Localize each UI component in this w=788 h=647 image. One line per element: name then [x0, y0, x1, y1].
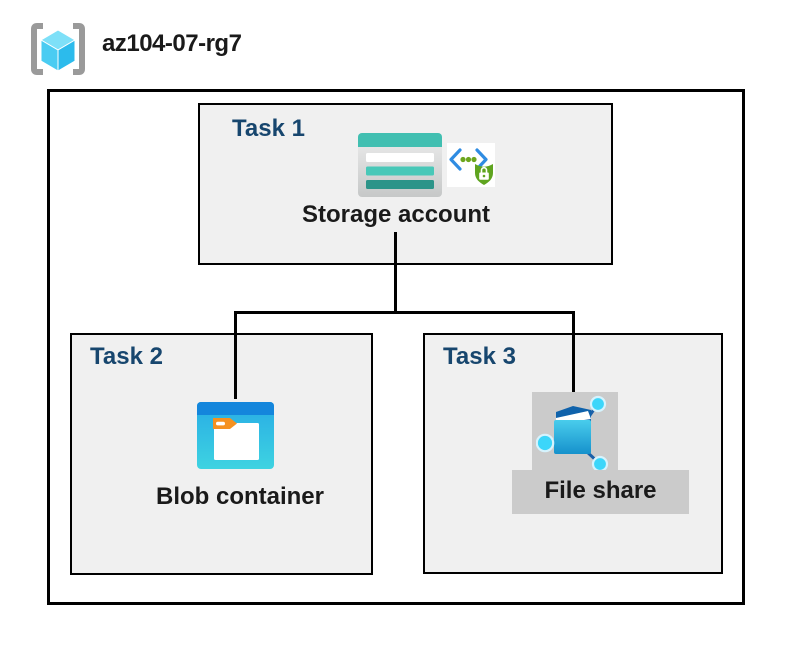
left-bracket-shape [31, 23, 43, 75]
shield-lock-glyph [475, 164, 493, 185]
connector-horizontal [234, 311, 575, 314]
file-share-icon [536, 395, 609, 472]
storage-account-label: Storage account [301, 201, 491, 228]
blob-container-label: Blob container [155, 483, 324, 510]
fileshare-label-highlight [512, 470, 689, 514]
right-bracket-shape [73, 23, 85, 75]
task2-label: Task 2 [90, 343, 163, 370]
connector-to-file-share [572, 311, 575, 392]
cube-shape [40, 29, 76, 72]
task1-label: Task 1 [232, 115, 305, 142]
folder-tab-shape [213, 418, 237, 429]
storage-account-icon [358, 133, 442, 197]
blob-container-icon [197, 402, 274, 469]
resource-group-icon [31, 23, 85, 75]
task1-box: Task 1 [198, 103, 613, 265]
resource-group-name: az104-07-rg7 [102, 30, 242, 57]
connector-to-blob-container [234, 311, 237, 399]
connector-storage-stem [394, 232, 397, 313]
task2-box: Task 2 Blob container [70, 333, 373, 575]
secured-endpoint-icon [447, 143, 495, 187]
file-share-label: File share [544, 477, 657, 504]
task3-label: Task 3 [443, 343, 516, 370]
